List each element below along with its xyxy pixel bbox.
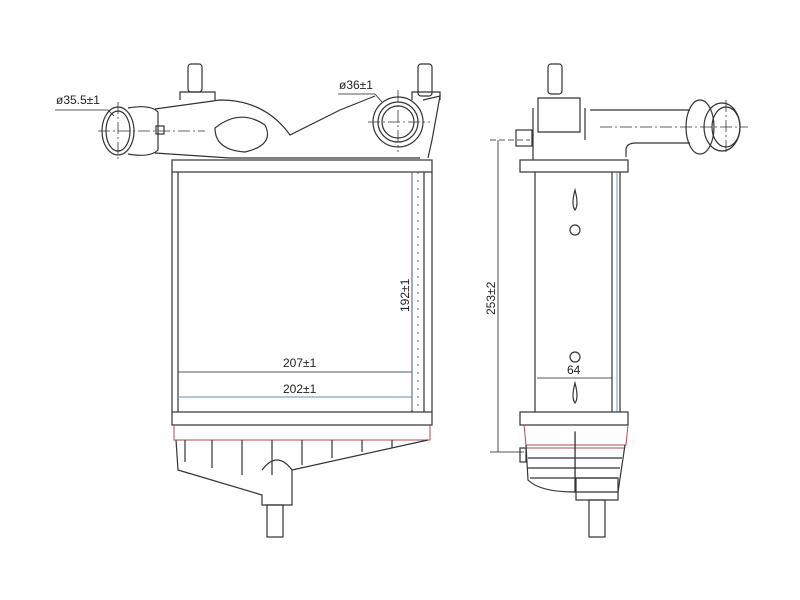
inlet-pipe	[98, 63, 420, 160]
overall-height-label: 253±2	[484, 281, 498, 315]
side-view	[490, 63, 748, 538]
side-dimensions	[490, 139, 612, 453]
outlet-pipe	[368, 63, 441, 159]
bottom-header-plate	[171, 411, 433, 426]
top-header-plate	[171, 159, 433, 173]
bottom-tank	[173, 425, 431, 538]
front-dimensions	[55, 93, 413, 410]
inlet-diameter-label: ø35.5±1	[56, 93, 100, 107]
core	[171, 172, 433, 412]
core-height-label: 192±1	[398, 278, 412, 312]
overall-width-label: 207±1	[283, 356, 317, 370]
depth-label: 64	[567, 363, 581, 377]
outlet-diameter-label: ø36±1	[339, 78, 373, 92]
front-view	[55, 63, 441, 538]
core-width-label: 202±1	[283, 382, 317, 396]
side-vent-nipple	[547, 63, 563, 95]
